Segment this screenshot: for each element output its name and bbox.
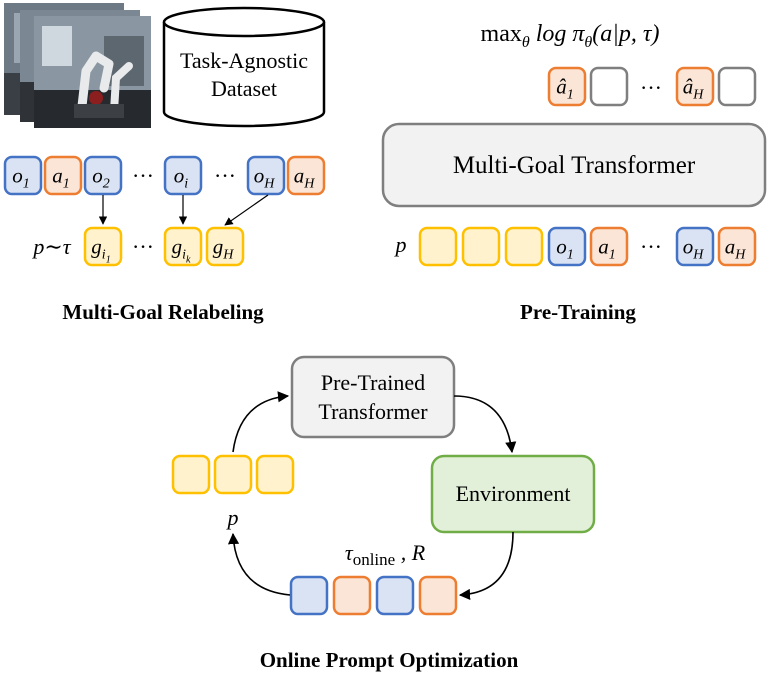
online-prompt-tokens (171, 454, 295, 495)
dataset-label-line2: Dataset (211, 76, 277, 101)
relabel-goal-tokens: gi1 gik gH (83, 226, 245, 267)
goal-token-2-label: gH (213, 235, 235, 263)
goal-token-0: gi1 (83, 226, 123, 267)
pretrain-pred-ellipsis: ··· (640, 75, 662, 100)
goal-token-1-label: gik (172, 235, 191, 266)
input-token-3: o1 (547, 226, 587, 267)
input-token-2 (504, 226, 544, 267)
input-token-6: aH (717, 226, 757, 267)
relabel-ellipsis-2: ··· (214, 163, 236, 188)
online-caption: Online Prompt Optimization (260, 648, 519, 672)
input-token-1 (461, 226, 501, 267)
online-prompt-token-2 (255, 454, 295, 495)
online-trajectory-tokens (289, 575, 458, 616)
input-token-5: oH (675, 226, 715, 267)
pred-token-0-label: â1 (556, 75, 574, 103)
pred-token-0: â1 (547, 66, 587, 107)
relabel-token-5: aH (286, 155, 326, 196)
pretrained-transformer-line1: Pre-Trained (321, 370, 425, 395)
pred-token-2: âH (675, 66, 715, 107)
online-prompt-token-1 (213, 454, 253, 495)
relabel-trajectory-tokens: o1 a1 o2 oi oH aH (3, 155, 326, 196)
input-token-4-label: a1 (598, 235, 616, 263)
goal-token-0-label: gi1 (91, 235, 110, 266)
online-prompt-label: p (226, 505, 239, 530)
goal-token-1: gik (163, 226, 203, 267)
relabel-arrows (98, 194, 269, 226)
relabel-token-2: o2 (83, 155, 123, 196)
environment-box: Environment (430, 454, 596, 534)
dataset-label-line1: Task-Agnostic (180, 48, 308, 73)
online-prompt-token-0 (171, 454, 211, 495)
relabel-token-5-label: aH (294, 164, 316, 192)
relabel-token-3: oi (163, 155, 203, 196)
input-token-4: a1 (589, 226, 629, 267)
relabel-token-4-label: oH (254, 164, 276, 192)
robot-scene-images (4, 3, 151, 128)
online-traj-token-2 (375, 575, 415, 616)
pretrain-prompt-label: p (394, 232, 407, 257)
relabel-token-4: oH (246, 155, 286, 196)
input-token-0 (418, 226, 458, 267)
input-token-5-label: oH (683, 235, 705, 263)
relabel-token-1-label: a1 (52, 164, 70, 192)
pred-token-1 (589, 66, 629, 107)
pred-token-2-label: âH (683, 75, 705, 103)
relabel-caption: Multi-Goal Relabeling (62, 300, 264, 324)
pretrain-objective: maxθ log πθ(a|p, τ) (481, 21, 660, 51)
input-token-3-label: o1 (556, 235, 574, 263)
environment-label: Environment (456, 481, 571, 506)
online-traj-token-0 (289, 575, 329, 616)
relabel-token-2-label: o2 (92, 164, 110, 192)
pretrain-predicted-tokens: â1 âH (547, 66, 757, 107)
multi-goal-transformer-label: Multi-Goal Transformer (453, 152, 696, 179)
relabel-token-0-label: o1 (12, 164, 30, 192)
relabel-token-1: a1 (43, 155, 83, 196)
pretrained-transformer-box: Pre-Trained Transformer (290, 355, 456, 439)
relabel-prompt-label: p∼τ (31, 234, 71, 259)
pretrain-input-ellipsis: ··· (640, 234, 662, 259)
online-loop-arrows (227, 391, 517, 601)
online-traj-token-1 (332, 575, 372, 616)
relabel-token-3-label: oi (174, 164, 189, 192)
relabel-token-0: o1 (3, 155, 43, 196)
pred-token-3 (717, 66, 757, 107)
online-feedback-label: τonline , R (345, 540, 426, 569)
pretrain-input-tokens: o1 a1 oH aH (418, 226, 757, 267)
pretrained-transformer-line2: Transformer (318, 399, 428, 424)
goal-token-2: gH (205, 226, 245, 267)
multi-goal-transformer-box: Multi-Goal Transformer (381, 122, 767, 208)
dataset-cylinder: Task-Agnostic Dataset (162, 6, 326, 128)
input-token-6-label: aH (725, 235, 747, 263)
relabel-ellipsis-1: ··· (132, 163, 154, 188)
pretrain-caption: Pre-Training (520, 300, 636, 324)
relabel-goal-ellipsis: ··· (132, 234, 154, 259)
online-traj-token-3 (418, 575, 458, 616)
